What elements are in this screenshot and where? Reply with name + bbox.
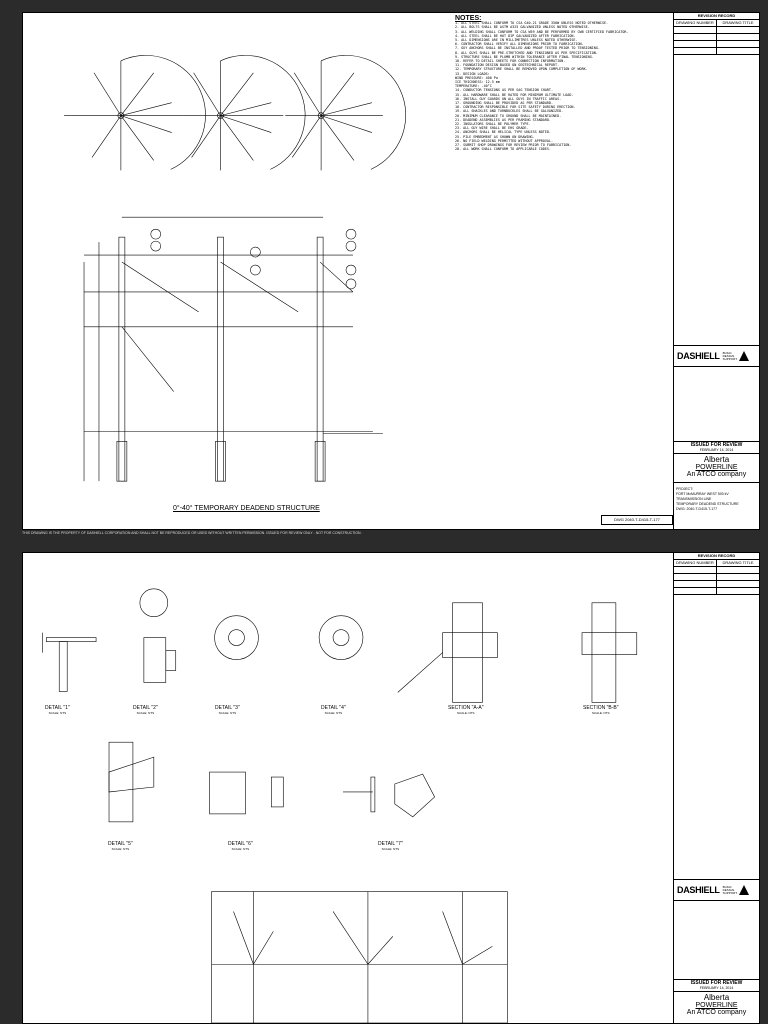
- detail-5-graphic: [108, 741, 155, 823]
- note-line: 13. DESIGN LOADS:: [455, 71, 490, 76]
- titleblock-columns: DRAWING NUMBER DRAWING TITLE: [674, 20, 759, 27]
- detail-4-caption: DETAIL "4"SCALE: NTS: [321, 705, 346, 715]
- detail-7-graphic: [343, 773, 436, 818]
- sheet1-drawing: [64, 55, 407, 482]
- drawing-reference-box: DWG 2040-T-D415-T-177: [601, 515, 673, 525]
- note-line: 27. SUBMIT SHOP DRAWINGS FOR REVIEW PRIO…: [455, 143, 572, 148]
- client-block-2: Alberta POWERLINE An ATCO company: [674, 993, 759, 1023]
- sheet2-drawing: [42, 588, 638, 1023]
- detail-4-graphic: [318, 615, 364, 660]
- issued-date: FEBRUARY 14, 2014: [699, 448, 734, 452]
- detail-5-caption: DETAIL "5"SCALE: NTS: [108, 841, 133, 851]
- section-bb-graphic: [581, 602, 638, 703]
- note-line: 7. GUY ANCHORS SHALL BE INSTALLED AND PR…: [455, 46, 600, 51]
- detail-1-graphic: [42, 632, 97, 692]
- note-line: 28. ALL WORK SHALL CONFORM TO APPLICABLE…: [455, 147, 551, 152]
- notes-list: 1. ALL STEEL SHALL CONFORM TO CSA G40.21…: [455, 21, 670, 151]
- note-line: 24. ANCHORS SHALL BE HELICAL TYPE UNLESS…: [455, 130, 551, 135]
- company-logo: DASHIELL BUILD. DESIGN. SUPPORT.: [674, 345, 759, 367]
- detail-1-caption: DETAIL "1"SCALE: NTS: [45, 705, 70, 715]
- issued-label: ISSUED FOR REVIEW: [690, 442, 743, 448]
- note-line: 16. INSTALL GUY GUARDS ON ALL GUYS IN TR…: [455, 96, 562, 101]
- note-line: 11. FOUNDATION DESIGN BASED ON GEOTECHNI…: [455, 63, 560, 68]
- notes-title: NOTES:: [455, 15, 482, 22]
- revision-record-header-2: REVISION RECORD: [674, 553, 759, 560]
- note-line: 18. CONTRACTOR RESPONSIBLE FOR SITE SAFE…: [455, 105, 576, 110]
- note-line: 17. GROUNDING SHALL BE PROVIDED AS PER S…: [455, 101, 553, 106]
- section-aa-caption: SECTION "A-A"SCALE: NTS: [448, 705, 484, 715]
- client-name-a: Alberta: [703, 455, 730, 464]
- project-info: PROJECT: FORT McMURRAY WEST 500 kV TRANS…: [676, 487, 739, 511]
- detail-2-graphic: [139, 588, 177, 683]
- note-line: 21. DEADEND ASSEMBLIES AS PER FRAMING ST…: [455, 117, 551, 122]
- note-line: 1. ALL STEEL SHALL CONFORM TO CSA G40.21…: [455, 21, 609, 26]
- note-line: 20. MINIMUM CLEARANCE TO GROUND SHALL BE…: [455, 113, 562, 118]
- note-line: 22. INSULATORS SHALL BE POLYMER TYPE.: [455, 122, 531, 127]
- issue-status-2: ISSUED FOR REVIEW FEBRUARY 14, 2014: [674, 979, 759, 992]
- drawing-sheet-2: DETAIL "1"SCALE: NTS DETAIL "2"SCALE: NT…: [22, 552, 760, 1024]
- issue-status: ISSUED FOR REVIEW FEBRUARY 14, 2014: [674, 441, 759, 454]
- section-aa-graphic: [397, 602, 498, 703]
- note-line: 26. NO FIELD WELDING PERMITTED WITHOUT A…: [455, 138, 553, 143]
- drawing-title-col: DRAWING TITLE: [722, 20, 754, 25]
- note-line: 12. TEMPORARY STRUCTURE SHALL BE REMOVED…: [455, 67, 588, 72]
- client-name-c: An ATCO company: [686, 471, 747, 478]
- note-line: TEMPERATURE: -40°C: [455, 84, 492, 89]
- detail-6-caption: DETAIL "6"SCALE: NTS: [228, 841, 253, 851]
- note-line: WIND PRESSURE: 400 Pa: [455, 75, 498, 80]
- titleblock-sheet-2: REVISION RECORD DRAWING NUMBER DRAWING T…: [673, 553, 759, 1023]
- note-line: 8. ALL GUYS SHALL BE PRE-STRETCHED AND T…: [455, 50, 598, 55]
- note-line: 23. ALL GUY WIRE SHALL BE EHS GRADE.: [455, 126, 529, 131]
- note-line: 6. CONTRACTOR SHALL VERIFY ALL DIMENSION…: [455, 42, 584, 47]
- note-line: 15. ALL HARDWARE SHALL BE RATED FOR MINI…: [455, 92, 574, 97]
- note-line: 4. ALL STEEL SHALL BE HOT DIP GALVANIZED…: [455, 33, 576, 38]
- drawing-sheet-1: NOTES: 1. ALL STEEL SHALL CONFORM TO CSA…: [22, 12, 760, 530]
- detail-6-graphic: [209, 771, 284, 815]
- client-name-b: POWERLINE: [695, 464, 738, 471]
- note-line: 10. REFER TO DETAIL SHEETS FOR CONNECTIO…: [455, 59, 566, 64]
- note-line: 2. ALL BOLTS SHALL BE ASTM A325 GALVANIZ…: [455, 25, 590, 30]
- logo-subtitle: BUILD. DESIGN. SUPPORT.: [722, 350, 738, 361]
- detail-3-graphic: [214, 615, 259, 660]
- note-line: 19. ALL SHACKLES AND TURNBUCKLES SHALL B…: [455, 109, 564, 114]
- elevation-view: [83, 216, 383, 482]
- client-block: Alberta POWERLINE An ATCO company: [674, 455, 759, 483]
- plan-rosette-1: [64, 55, 206, 171]
- revision-record-header: REVISION RECORD: [674, 13, 759, 20]
- note-line: 5. ALL DIMENSIONS ARE IN MILLIMETRES UNL…: [455, 38, 578, 43]
- note-line: 25. PILE EMBEDMENT AS SHOWN ON DRAWING.: [455, 134, 535, 139]
- note-line: 9. STRUCTURE SHALL BE PLUMB WITHIN TOLER…: [455, 54, 594, 59]
- titleblock-sheet-1: REVISION RECORD DRAWING NUMBER DRAWING T…: [673, 13, 759, 529]
- logo-triangle-icon: [738, 885, 749, 895]
- detail-2-caption: DETAIL "2"SCALE: NTS: [133, 705, 158, 715]
- note-line: 14. CONDUCTOR TENSIONS AS PER SAG TENSIO…: [455, 88, 553, 93]
- detail-3-caption: DETAIL "3"SCALE: NTS: [215, 705, 240, 715]
- note-line: 3. ALL WELDING SHALL CONFORM TO CSA W59 …: [455, 29, 629, 34]
- lower-plan-view: [211, 891, 508, 1023]
- drawing-number-col: DRAWING NUMBER: [674, 20, 717, 26]
- general-notes: NOTES: 1. ALL STEEL SHALL CONFORM TO CSA…: [455, 15, 670, 152]
- logo-triangle-icon: [738, 351, 749, 361]
- sheet-footer: THIS DRAWING IS THE PROPERTY OF DASHIELL…: [22, 531, 362, 535]
- detail-7-caption: DETAIL "7"SCALE: NTS: [378, 841, 403, 851]
- logo-text: DASHIELL: [677, 351, 720, 361]
- main-structure-caption: 0°-40° TEMPORARY DEADEND STRUCTURE: [173, 505, 320, 512]
- plan-rosette-2: [183, 55, 306, 171]
- note-line: ICE THICKNESS: 12.5 mm: [455, 80, 500, 85]
- company-logo-2: DASHIELL BUILD. DESIGN. SUPPORT.: [674, 879, 759, 901]
- plan-rosette-3: [285, 55, 407, 171]
- section-bb-caption: SECTION "B-B"SCALE: NTS: [583, 705, 619, 715]
